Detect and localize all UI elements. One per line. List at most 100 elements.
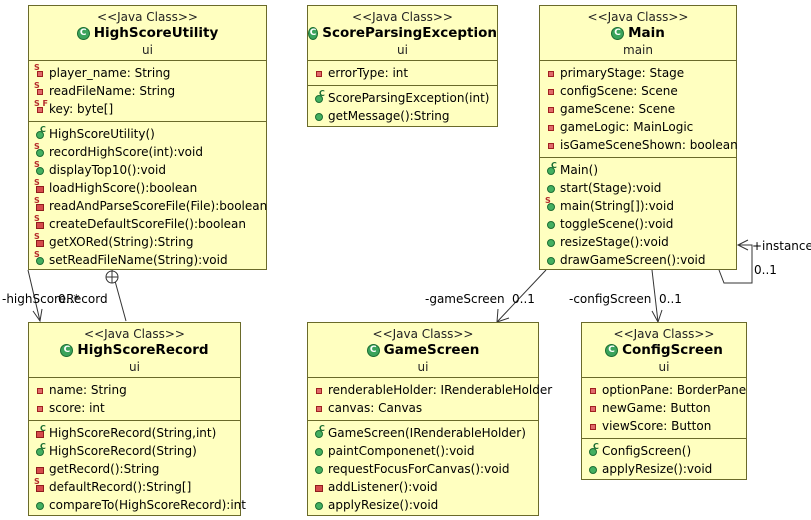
private-field-icon bbox=[546, 140, 557, 151]
field-text: isGameSceneShown: boolean bbox=[560, 138, 738, 152]
field-row[interactable]: isGameSceneShown: boolean bbox=[540, 136, 738, 154]
association-self-instance-arrowhead bbox=[736, 239, 749, 251]
method-text: Main() bbox=[560, 163, 599, 177]
method-text: recordHighScore(int):void bbox=[49, 145, 203, 159]
method-row[interactable]: compareTo(HighScoreRecord):int bbox=[29, 496, 246, 514]
private-method-icon: S bbox=[34, 232, 46, 248]
field-row[interactable]: renderableHolder: IRenderableHolder bbox=[308, 381, 552, 399]
static-modifier-icon: S bbox=[34, 62, 40, 72]
method-row[interactable]: getRecord():String bbox=[29, 460, 240, 478]
public-method-icon bbox=[314, 111, 325, 122]
class-icon: C bbox=[60, 344, 74, 357]
multiplicity-label-highscorerecord: 0..* bbox=[58, 292, 80, 306]
method-text: ScoreParsingException(int) bbox=[328, 91, 490, 105]
field-row[interactable]: viewScore: Button bbox=[582, 417, 746, 435]
stereotype-label: <<Java Class>> bbox=[372, 327, 474, 341]
method-row[interactable]: start(Stage):void bbox=[540, 179, 736, 197]
field-row[interactable]: canvas: Canvas bbox=[308, 399, 538, 417]
method-row[interactable]: addListener():void bbox=[308, 478, 538, 496]
private-field-icon bbox=[314, 68, 325, 79]
constructor-modifier-icon: C bbox=[40, 124, 46, 134]
private-method-icon bbox=[35, 464, 46, 475]
field-row[interactable]: configScene: Scene bbox=[540, 82, 736, 100]
method-row[interactable]: paintComponenet():void bbox=[308, 442, 538, 460]
field-row[interactable]: gameLogic: MainLogic bbox=[540, 118, 736, 136]
field-row[interactable]: score: int bbox=[29, 399, 240, 417]
field-row[interactable]: name: String bbox=[29, 381, 240, 399]
method-row[interactable]: applyResize():void bbox=[308, 496, 538, 514]
private-method-icon: S bbox=[34, 178, 46, 194]
private-field-icon bbox=[35, 385, 46, 396]
public-method-icon bbox=[546, 237, 557, 248]
field-row[interactable]: newGame: Button bbox=[582, 399, 746, 417]
field-row[interactable]: gameScene: Scene bbox=[540, 100, 736, 118]
fields-compartment: name: String score: int bbox=[29, 378, 240, 421]
field-row[interactable]: errorType: int bbox=[308, 64, 497, 82]
private-field-icon bbox=[588, 385, 599, 396]
method-row[interactable]: toggleScene():void bbox=[540, 215, 736, 233]
constructor-modifier-icon: C bbox=[40, 423, 46, 433]
constructor-modifier-icon: C bbox=[551, 160, 557, 170]
static-modifier-icon: S bbox=[34, 476, 40, 486]
constructor-modifier-icon: C bbox=[40, 441, 46, 451]
public-method-icon bbox=[314, 500, 325, 511]
private-field-icon bbox=[546, 104, 557, 115]
field-text: gameLogic: MainLogic bbox=[560, 120, 694, 134]
public-method-icon: C bbox=[314, 89, 325, 104]
method-text: GameScreen(IRenderableHolder) bbox=[328, 426, 526, 440]
class-icon: C bbox=[76, 27, 90, 40]
method-text: getRecord():String bbox=[49, 462, 160, 476]
method-text: toggleScene():void bbox=[560, 217, 674, 231]
stereotype-label: <<Java Class>> bbox=[587, 10, 689, 24]
method-row[interactable]: drawGameScreen():void bbox=[540, 251, 736, 269]
field-row[interactable]: primaryStage: Stage bbox=[540, 64, 736, 82]
method-row[interactable]: applyResize():void bbox=[582, 460, 746, 478]
method-row[interactable]: resizeStage():void bbox=[540, 233, 736, 251]
stereotype-label: <<Java Class>> bbox=[352, 10, 453, 24]
private-field-icon bbox=[314, 385, 325, 396]
private-method-icon: S bbox=[34, 196, 46, 212]
package-label: ui bbox=[417, 360, 429, 374]
class-name-text: HighScoreRecord bbox=[77, 342, 209, 358]
stereotype-label: <<Java Class>> bbox=[97, 10, 198, 24]
field-row[interactable]: optionPane: BorderPane bbox=[582, 381, 746, 399]
method-row[interactable]: getMessage():String bbox=[308, 107, 497, 125]
field-text: name: String bbox=[49, 383, 127, 397]
private-field-icon bbox=[588, 421, 599, 432]
class-name-text: ConfigScreen bbox=[622, 342, 723, 358]
method-row[interactable]: requestFocusForCanvas():void bbox=[308, 460, 538, 478]
multiplicity-label-instance: 0..1 bbox=[754, 263, 777, 277]
